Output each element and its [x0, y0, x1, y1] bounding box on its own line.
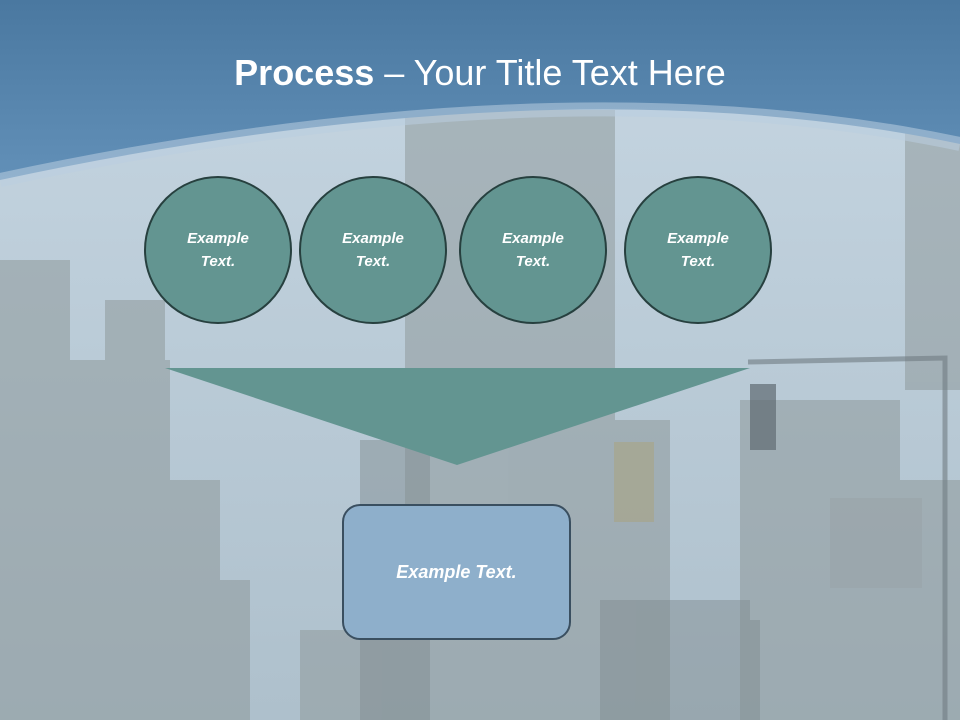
circle-3-text: Example Text. [502, 230, 564, 270]
process-circle-1: Example Text. [144, 176, 292, 324]
title-bold: Process [234, 52, 375, 93]
title-rest: – Your Title Text Here [374, 52, 726, 93]
circle-2-text: Example Text. [342, 230, 404, 270]
circle-1-text: Example Text. [187, 230, 249, 270]
funnel-arrow [165, 368, 750, 465]
result-box: Example Text. [342, 504, 571, 640]
process-circle-3: Example Text. [459, 176, 607, 324]
circle-4-text: Example Text. [667, 230, 729, 270]
process-circle-2: Example Text. [299, 176, 447, 324]
process-circle-4: Example Text. [624, 176, 772, 324]
result-text: Example Text. [396, 561, 517, 582]
slide-title: Process – Your Title Text Here [0, 52, 960, 94]
